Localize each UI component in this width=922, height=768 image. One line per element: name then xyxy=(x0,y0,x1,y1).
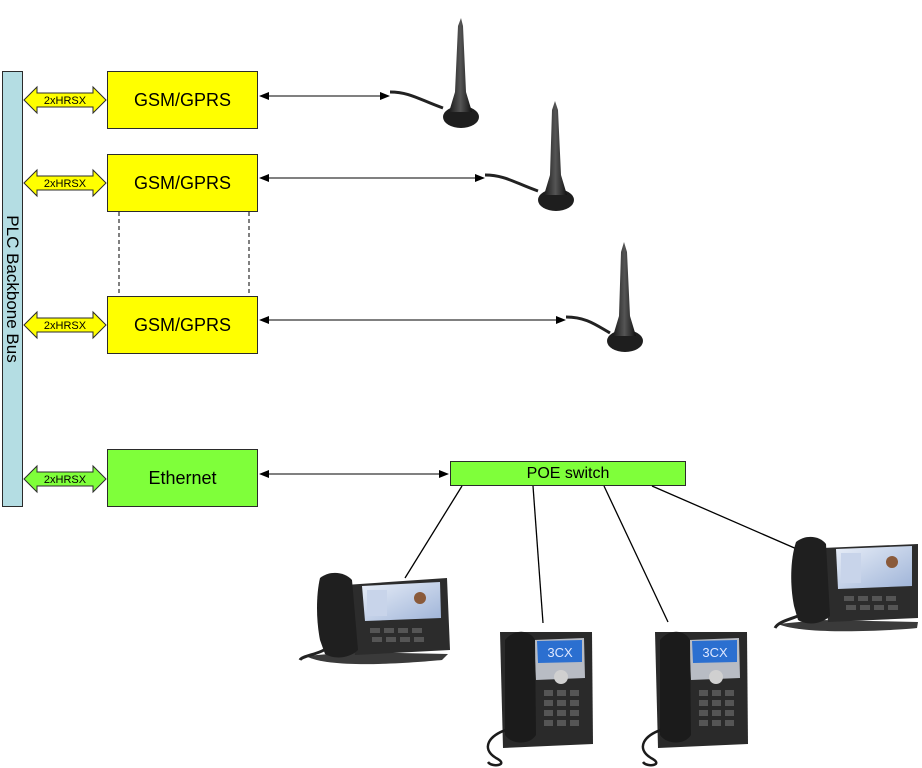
gsm-gprs-module-3: GSM/GPRS xyxy=(107,296,258,354)
module-label: GSM/GPRS xyxy=(133,89,231,110)
module-label: GSM/GPRS xyxy=(133,172,231,193)
plc-backbone-bus xyxy=(2,71,23,507)
hrsx-label: 2xHRSX xyxy=(44,95,87,107)
phone-link-3 xyxy=(603,485,669,623)
poe-switch: POE switch xyxy=(450,461,686,486)
phone-link-1 xyxy=(404,485,463,579)
module-label: GSM/GPRS xyxy=(133,314,231,335)
svg-text:3CX: 3CX xyxy=(547,645,573,660)
antenna-icon xyxy=(389,18,479,128)
gsm-gprs-module-1: GSM/GPRS xyxy=(107,71,258,129)
svg-text:3CX: 3CX xyxy=(702,645,728,660)
ip-phone-icon xyxy=(773,536,918,632)
phone-link-4 xyxy=(651,485,807,554)
antenna-icon xyxy=(565,242,643,352)
module-label: Ethernet xyxy=(148,467,217,488)
ip-phone-icon xyxy=(298,572,450,665)
ethernet-module: Ethernet xyxy=(107,449,258,507)
hrsx-label: 2xHRSX xyxy=(44,474,87,486)
hrsx-arrow-1: 2xHRSX xyxy=(23,85,107,115)
poe-switch-label: POE switch xyxy=(526,464,610,482)
hrsx-label: 2xHRSX xyxy=(44,178,87,190)
antenna-icon xyxy=(484,101,574,211)
gsm-gprs-module-2: GSM/GPRS xyxy=(107,154,258,212)
phone-link-2 xyxy=(532,485,544,624)
hrsx-label: 2xHRSX xyxy=(44,320,87,332)
hrsx-arrow-4: 2xHRSX xyxy=(23,464,107,494)
hrsx-arrow-3: 2xHRSX xyxy=(23,310,107,340)
hrsx-arrow-2: 2xHRSX xyxy=(23,168,107,198)
ip-phone-icon: 3CX xyxy=(486,631,593,767)
ip-phone-icon: 3CX xyxy=(641,631,748,767)
